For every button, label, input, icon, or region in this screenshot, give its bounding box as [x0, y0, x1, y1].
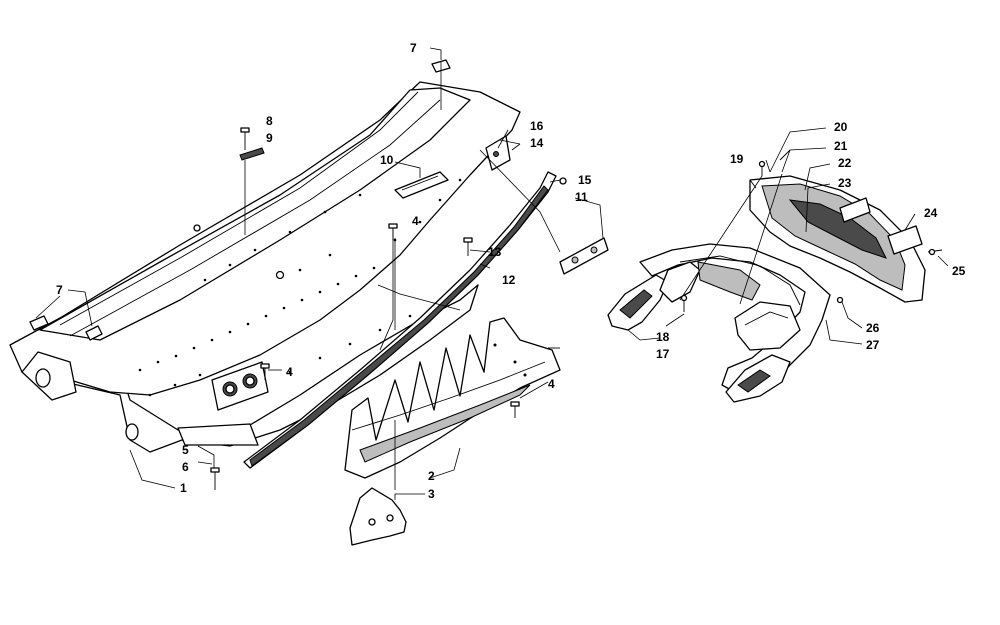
callout-9: 9 — [266, 131, 273, 145]
hole-plate — [211, 361, 269, 411]
bracket — [485, 135, 511, 171]
callout-7-top: 7 — [410, 41, 417, 55]
callout-22: 22 — [838, 156, 852, 170]
callout-20: 20 — [834, 120, 848, 134]
callout-4-mid: 4 — [286, 365, 293, 379]
callout-4-top: 4 — [412, 214, 419, 228]
callout-10: 10 — [380, 153, 394, 167]
snow-flap — [749, 175, 926, 303]
callout-6: 6 — [182, 460, 189, 474]
callout-12: 12 — [502, 273, 516, 287]
callout-13: 13 — [488, 245, 502, 259]
callout-4-right: 4 — [548, 377, 555, 391]
skid-guard — [344, 317, 561, 479]
callout-19: 19 — [730, 152, 744, 166]
callout-2: 2 — [428, 469, 435, 483]
callout-3: 3 — [428, 487, 435, 501]
callout-27: 27 — [866, 338, 880, 352]
callout-14: 14 — [530, 136, 544, 150]
callout-8: 8 — [266, 114, 273, 128]
callout-17: 17 — [656, 347, 670, 361]
callout-16: 16 — [530, 119, 544, 133]
decal — [394, 171, 449, 199]
hardware — [29, 59, 567, 490]
rear-bumper — [607, 243, 831, 403]
side-rail — [243, 171, 557, 469]
callout-labels: 7 8 9 16 14 10 15 11 4 13 12 7 4 4 5 6 1… — [56, 41, 966, 501]
callout-1: 1 — [180, 481, 187, 495]
callout-5: 5 — [182, 443, 189, 457]
callout-18: 18 — [656, 330, 670, 344]
right-hardware — [680, 149, 943, 312]
callout-23: 23 — [838, 176, 852, 190]
leader-lines — [35, 47, 949, 500]
callout-7-left: 7 — [56, 283, 63, 297]
callout-21: 21 — [834, 139, 848, 153]
callout-26: 26 — [866, 321, 880, 335]
callout-24: 24 — [924, 206, 938, 220]
main-panel — [9, 81, 521, 453]
reflector — [559, 237, 609, 275]
callout-25: 25 — [952, 264, 966, 278]
lower-bracket — [349, 487, 407, 546]
callout-11: 11 — [575, 190, 588, 204]
callout-15: 15 — [578, 173, 592, 187]
